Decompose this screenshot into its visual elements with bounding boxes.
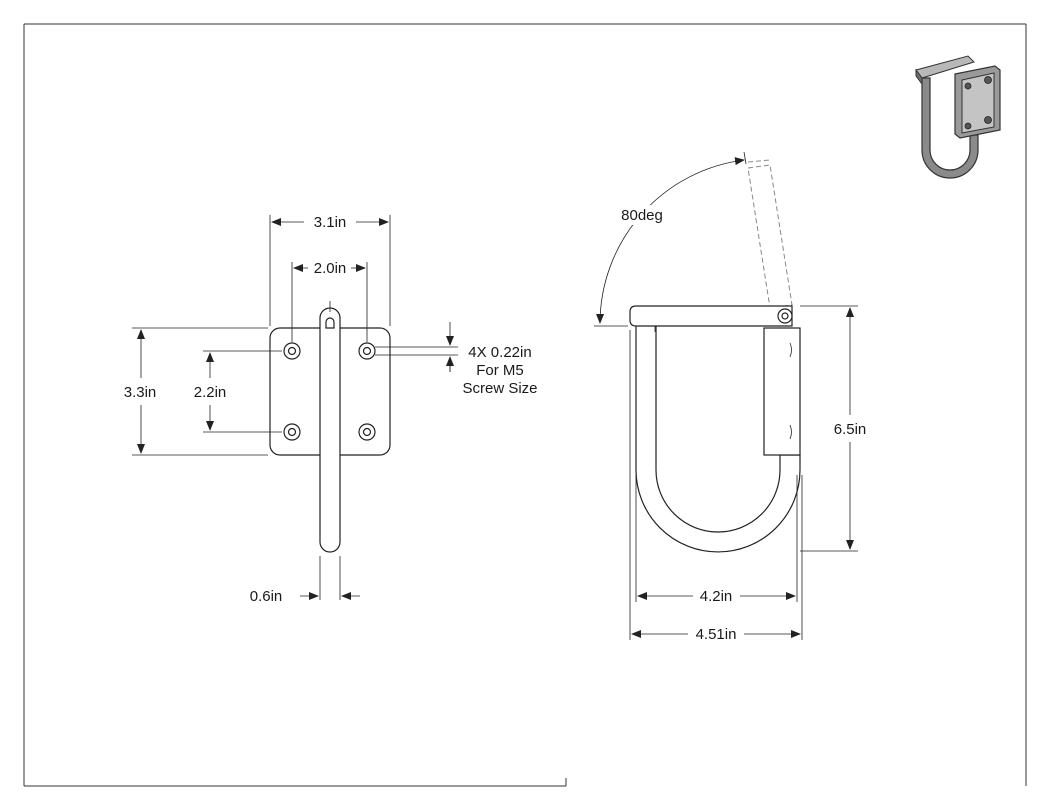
side-view: 80deg 6.5in 4.2in 4.51in bbox=[594, 151, 867, 643]
dim-rod-diameter: 0.6in bbox=[250, 556, 360, 605]
top-bar bbox=[629, 305, 793, 327]
dim-overall-width: 4.51in bbox=[629, 330, 803, 643]
hole-note-line: 4X 0.22in bbox=[468, 344, 531, 361]
mounting-hole bbox=[358, 423, 376, 441]
ring-rod bbox=[319, 307, 341, 553]
u-ring bbox=[635, 324, 801, 553]
dim-label: 3.3in bbox=[124, 384, 157, 401]
dim-label: 4.51in bbox=[696, 626, 737, 643]
d-ring-iso-icon bbox=[915, 55, 1001, 179]
dim-label: 6.5in bbox=[834, 421, 867, 438]
dim-hole-spacing-horizontal: 2.0in bbox=[291, 260, 368, 342]
dim-hole-spacing-vertical: 2.2in bbox=[194, 350, 282, 433]
mounting-hole bbox=[283, 342, 301, 360]
mounting-hole bbox=[358, 342, 376, 360]
swung-ring-ghost bbox=[747, 159, 793, 309]
hole-note-line: Screw Size bbox=[462, 380, 537, 397]
hinge-pivot bbox=[777, 308, 793, 324]
dim-label: 2.2in bbox=[194, 384, 227, 401]
mounting-hole bbox=[283, 423, 301, 441]
dim-label: 4.2in bbox=[700, 588, 733, 605]
dim-inner-width: 4.2in bbox=[635, 475, 798, 605]
hole-callout: 4X 0.22in For M5 Screw Size bbox=[375, 322, 538, 397]
mounting-block bbox=[763, 327, 801, 456]
dim-side-height: 6.5in bbox=[800, 305, 867, 552]
sheet-border bbox=[23, 23, 1027, 787]
dim-label: 3.1in bbox=[314, 214, 347, 231]
dim-swing-angle: 80deg bbox=[594, 151, 747, 327]
front-view: 3.1in 2.0in 3.3in 2.2in bbox=[124, 214, 538, 605]
hole-note-line: For M5 bbox=[476, 362, 524, 379]
dim-label: 80deg bbox=[621, 207, 663, 224]
dim-label: 0.6in bbox=[250, 588, 283, 605]
dim-label: 2.0in bbox=[314, 260, 347, 277]
dim-overall-width: 3.1in bbox=[269, 214, 391, 326]
dim-overall-height: 3.3in bbox=[124, 327, 268, 456]
